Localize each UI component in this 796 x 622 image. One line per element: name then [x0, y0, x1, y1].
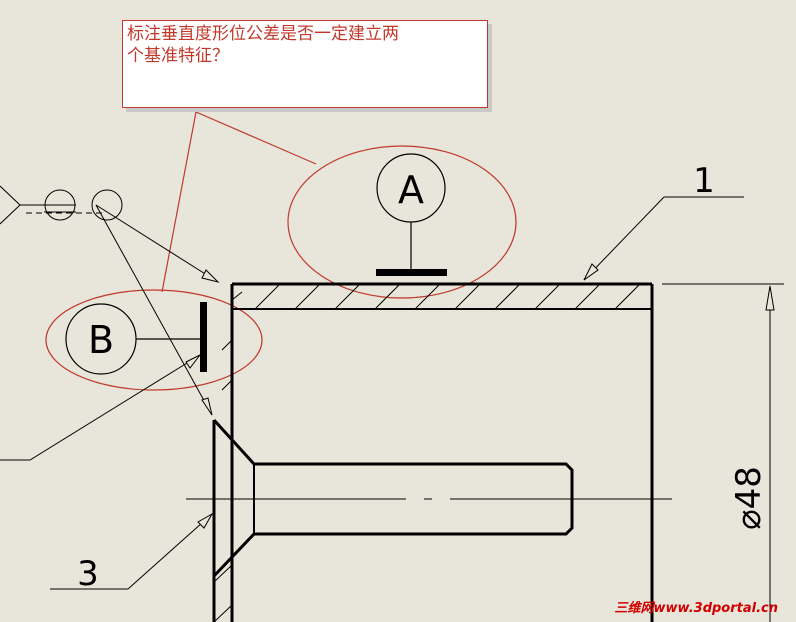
arrowhead-side — [201, 397, 213, 416]
datum-a-base — [376, 269, 447, 276]
top-plate-hatching — [254, 283, 641, 310]
callout-1-label: 1 — [693, 161, 715, 201]
callout-3-leader — [50, 513, 213, 590]
datum-a-label: A — [398, 168, 424, 212]
diameter-dimension — [662, 283, 784, 622]
arrowhead-callout-3 — [197, 512, 214, 529]
question-note-line-1: 标注垂直度形位公差是否一定建立两 — [127, 24, 399, 44]
arrowhead-callout-1 — [583, 263, 599, 281]
feature-control-leaders — [0, 185, 219, 416]
question-note-box: 标注垂直度形位公差是否一定建立两 个基准特征？ — [122, 20, 488, 108]
question-note-line-2: 个基准特征？ — [127, 46, 229, 66]
datum-b-label: B — [88, 318, 114, 362]
datum-b-leader — [0, 354, 201, 461]
site-watermark: 三维网www.3dportal.cn — [614, 601, 778, 616]
callout-3-label: 3 — [77, 554, 99, 594]
arrowhead-top — [201, 269, 220, 283]
datum-b-base — [200, 302, 207, 372]
note-leader-to-a — [195, 111, 317, 165]
arrowhead-dimension — [765, 285, 775, 311]
top-plate — [212, 282, 654, 622]
arrowhead-datum-b — [185, 354, 201, 369]
countersunk-bolt — [212, 418, 574, 578]
note-leader-to-b — [161, 111, 197, 293]
callout-1-leader — [583, 196, 744, 281]
datum-b-highlight-ellipse — [45, 289, 263, 391]
datum-a-highlight-ellipse — [287, 145, 517, 299]
side-plate-hatching — [213, 291, 243, 622]
diameter-dimension-label: ⌀48 — [729, 466, 769, 530]
